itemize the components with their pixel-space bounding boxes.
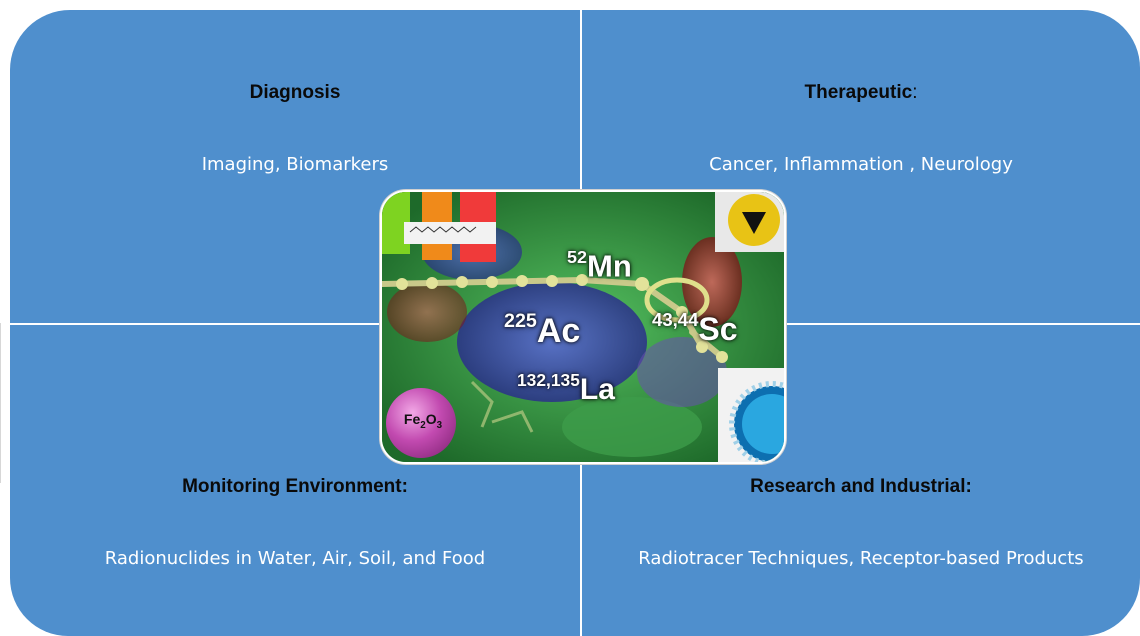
quadrant-subtitle: Cancer, Inflammation , Neurology — [709, 154, 1013, 175]
isotope-la-label: 132,135La — [517, 370, 615, 407]
isotope-mn-label: 52Mn — [567, 247, 632, 284]
isotope-ac-label: 225Ac — [504, 310, 581, 350]
quadrant-subtitle: Imaging, Biomarkers — [201, 154, 389, 175]
quadrant-title: Therapeutic: — [804, 82, 918, 103]
quadrant-title: Monitoring Environment: — [182, 476, 408, 497]
quadrant-subtitle: Radionuclides in Water, Air, Soil, and F… — [104, 548, 486, 569]
fe2o3-particle-icon — [386, 388, 456, 458]
quadrant-title: Research and Industrial: — [750, 476, 972, 497]
central-molecular-image: 52Mn 225Ac 43,44Sc 132,135La Fe2O3 — [380, 190, 786, 464]
fe2o3-label: Fe2O3 — [403, 411, 443, 431]
quadrant-title: Diagnosis — [249, 82, 341, 103]
isotope-sc-label: 43,44Sc — [652, 309, 738, 347]
quadrant-therapeutic: Therapeutic: Cancer, Inflammation , Neur… — [582, 10, 1140, 323]
divider-hairline — [0, 323, 13, 483]
quadrant-subtitle: Radiotracer Techniques, Receptor-based P… — [638, 548, 1084, 569]
